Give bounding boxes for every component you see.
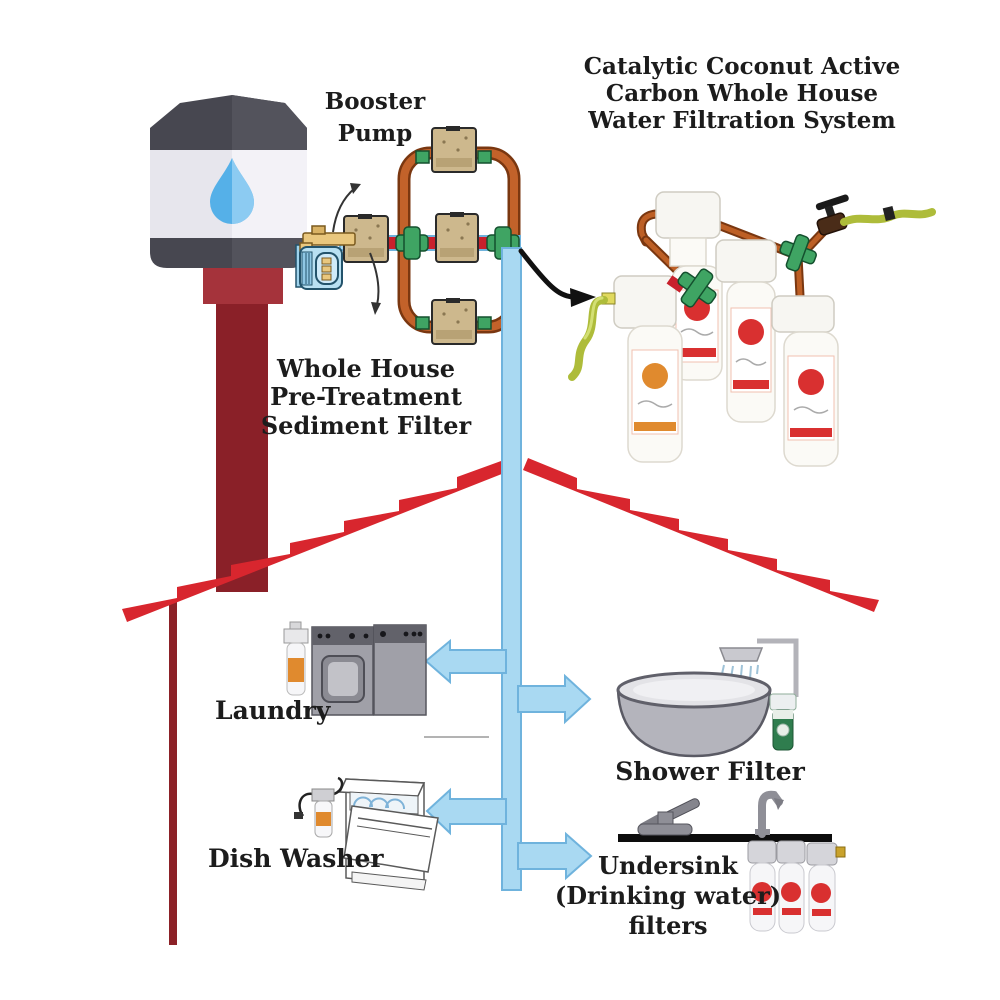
faucet-icon (637, 798, 700, 836)
water-drop-icon (210, 158, 254, 224)
booster-pump-icon (295, 225, 356, 290)
flow-hint-arrow-up (332, 183, 361, 233)
shower-filter-icon (769, 693, 797, 751)
valve-icon (815, 194, 849, 236)
dish-washer-label: Dish Washer (208, 844, 384, 873)
cross-fitting-icon (677, 268, 717, 308)
sediment-manifold-icon (339, 126, 521, 345)
sediment-cartridge (435, 212, 479, 263)
sediment-cartridge (431, 298, 477, 345)
inlet-hose-icon (568, 292, 616, 381)
filter-unit (771, 295, 839, 467)
water-flow-pipe (424, 247, 593, 891)
cross-fitting-icon (779, 234, 817, 272)
cross-fitting-icon (395, 226, 429, 260)
dishwasher-icon (338, 778, 439, 891)
filter-unit (715, 239, 777, 423)
dishwasher-filter-icon (294, 776, 344, 838)
undersink-filters-icon (747, 840, 846, 934)
flow-arrow-dishwasher (425, 787, 507, 836)
pointer-arrow-icon (518, 248, 596, 307)
bathtub-icon (616, 671, 772, 758)
water-tank-icon (150, 95, 307, 268)
house-left-wall (169, 600, 177, 945)
sediment-cartridge (431, 126, 477, 173)
filtration-system-product-icon (568, 191, 936, 467)
laundry-label: Laundry (215, 696, 331, 725)
flow-hint-arrow-down (369, 252, 381, 315)
shower-filter-label: Shower Filter (615, 757, 805, 786)
filter-unit (613, 275, 683, 463)
undersink-label: Undersink (Drinking water) filters (554, 851, 782, 940)
flow-arrow-laundry (424, 638, 507, 685)
flow-arrow-undersink (517, 831, 593, 881)
undersink-counter-icon (618, 790, 832, 842)
flow-arrow-shower (517, 673, 592, 725)
roof-icon (122, 457, 879, 622)
tank-pedestal (203, 266, 283, 592)
product-title: Catalytic Coconut Active Carbon Whole Ho… (583, 53, 901, 135)
booster-pump-label: Booster Pump (324, 88, 426, 148)
pretreatment-filter-label: Whole House Pre-Treatment Sediment Filte… (260, 354, 472, 440)
drinking-faucet-icon (755, 790, 784, 838)
laundry-filter-icon (283, 621, 309, 696)
washer-dryer-icon (311, 624, 427, 716)
